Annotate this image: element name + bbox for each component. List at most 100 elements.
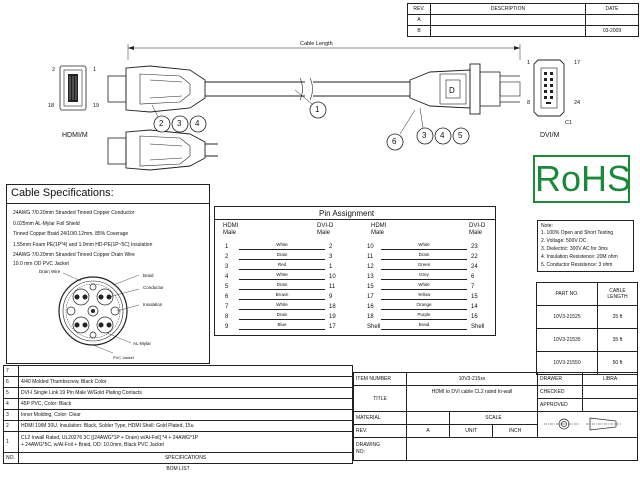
- rohs-logo: RoHS: [533, 155, 631, 203]
- pin-hdmi: 15: [367, 284, 374, 290]
- pin-wire: [239, 309, 325, 310]
- length-cell: 35 ft: [597, 328, 638, 352]
- pin-hdmi: 12: [367, 264, 374, 270]
- left-hdmi-header: HDMI Male: [223, 223, 239, 236]
- bom-spec: [18, 365, 353, 377]
- callout-label: 6: [392, 137, 397, 146]
- unit-label: UNIT: [448, 424, 494, 438]
- left-dvi-header: DVI-D Male: [317, 223, 334, 236]
- third-angle-projection-icon: [544, 417, 622, 430]
- right-hdmi-header: HDMI Male: [371, 223, 387, 236]
- pin-hdmi: 13: [367, 274, 374, 280]
- dvi-pin-1: 1: [527, 60, 531, 66]
- title-value: HDMI to DVI cable CL2 rated In-wall: [406, 385, 538, 412]
- pin-wire: [239, 299, 325, 300]
- pin-hdmi: 17: [367, 294, 374, 300]
- hdmi-pin-2: 2: [52, 67, 56, 73]
- part-no-header: PART NO.: [536, 282, 598, 306]
- pin-dvi: 14: [471, 304, 478, 310]
- cable-length-label: Cable Length: [300, 41, 333, 47]
- pin-dvi: Shell: [471, 324, 485, 330]
- pin-dvi: 18: [329, 304, 336, 310]
- bom-no: 1: [3, 431, 19, 453]
- right-dvi-header: DVI-D Male: [469, 223, 486, 236]
- pin-dvi: 17: [329, 324, 336, 330]
- part-no-cell: 10V3-21535: [536, 328, 598, 352]
- callout-4: [189, 115, 207, 133]
- pin-dvi: 10: [329, 274, 336, 280]
- pin-wire: [381, 269, 467, 270]
- callout-label: 3: [422, 131, 427, 140]
- title-label: TITLE: [353, 385, 407, 412]
- bom-no: 7: [3, 365, 19, 377]
- spec-line: 10.0 mm OD PVC Jacket: [13, 261, 69, 267]
- unit-value: INCH: [492, 424, 538, 438]
- note-line: 4. Insulation Resistence: 20M ohm: [541, 254, 618, 260]
- dvi-pin-24: 24: [574, 100, 581, 106]
- pin-dvi: 3: [329, 254, 333, 260]
- pin-hdmi: 8: [225, 314, 229, 320]
- approved-value: [582, 398, 638, 412]
- pin-hdmi: 11: [367, 254, 374, 260]
- bom-no: 2: [3, 420, 19, 432]
- material-label: MATERIAL: [353, 411, 407, 425]
- title-block: ITEM NUMBER 10V3-215xx DRAWER LIBRA TITL…: [353, 372, 638, 461]
- callout-6: [386, 133, 404, 151]
- pin-wire: [239, 319, 325, 320]
- bom-spec: 4/40 Molded Thumbscrew, Black Color: [18, 376, 353, 388]
- pin-wire: [239, 269, 325, 270]
- dvi-face-view: [533, 59, 565, 117]
- drawer-value: LIBRA: [582, 372, 638, 386]
- braid-label: Braid: [143, 273, 154, 278]
- projection-symbol: [537, 411, 638, 438]
- checked-value: [582, 385, 638, 399]
- pin-wire: [239, 249, 325, 250]
- dvi-pin-c1: C1: [565, 120, 573, 126]
- bom-no: 6: [3, 376, 19, 388]
- bom-spec: HDMI 19/M 30U, Insulation: Black, Solder…: [18, 420, 353, 432]
- dimension-arrow-left: [128, 46, 134, 50]
- rev-label: REV.: [353, 424, 407, 438]
- cable-specs-title: Cable Specifications:: [11, 187, 114, 199]
- item-number-label: ITEM NUMBER: [353, 372, 407, 386]
- pin-dvi: 6: [471, 274, 475, 280]
- pin-hdmi: 10: [367, 244, 374, 250]
- pin-wire-color: White: [418, 242, 430, 247]
- pin-hdmi: 1: [225, 244, 229, 250]
- pin-wire-color: Drain: [276, 252, 288, 257]
- spec-line: Tinned Copper Braid 24/10/0.12mm, 85% Co…: [13, 231, 129, 237]
- approved-label: APPROVED: [537, 398, 583, 412]
- bom-spec: DVI-I Single Link 19 Pin Male W/Gold Pla…: [18, 387, 353, 399]
- dvi-plug-side-view: D: [409, 63, 521, 115]
- hdmi-pin-18: 18: [48, 103, 55, 109]
- hdmi-pin-19: 19: [93, 103, 100, 109]
- pin-hdmi: Shell: [367, 324, 381, 330]
- pin-dvi: 9: [329, 294, 333, 300]
- spec-line: 0.025mm AL-Mylar Foil Shield: [13, 221, 80, 227]
- note-line: 1. 100% Open and Short Testing: [541, 230, 614, 236]
- bom-no: 5: [3, 387, 19, 399]
- al-mylar-label: AL-Mylar: [133, 341, 152, 346]
- pin-wire: [381, 319, 467, 320]
- drawing-no-label: DRAWING NO:: [353, 437, 407, 461]
- pin-hdmi: 9: [225, 324, 229, 330]
- pin-wire: [381, 289, 467, 290]
- callouts: [153, 101, 470, 151]
- pvc-jacket-label: PVC Jacket: [113, 355, 134, 360]
- hdmi-label: HDMI/M: [62, 132, 88, 139]
- pin-wire: [381, 249, 467, 250]
